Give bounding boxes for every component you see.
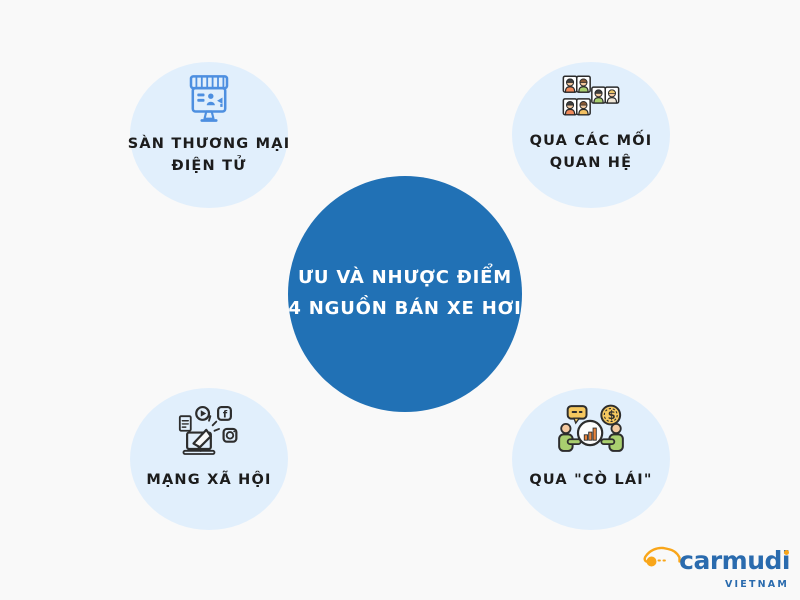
carmudi-logo: carmudi VIETNAM [643, 543, 790, 590]
node-broker: $ QUA "CÒ LÁI" [512, 388, 670, 530]
node-label-line2: ĐIỆN TỬ [171, 158, 247, 174]
center-topic-circle: ƯU VÀ NHƯỢC ĐIỂM 4 NGUỒN BÁN XE HƠI [288, 176, 522, 412]
node-relationships: QUA CÁC MỐI QUAN HỆ [512, 62, 670, 208]
node-label-line1: SÀN THƯƠNG MẠI [127, 136, 291, 153]
center-title-line2: 4 NGUỒN BÁN XE HƠI [288, 298, 522, 319]
social-media-icon: f [178, 405, 240, 462]
node-ecommerce: SÀN THƯƠNG MẠI ĐIỆN TỬ [127, 62, 291, 208]
node-social-media: f MẠNG XÃ HỘI [130, 388, 288, 530]
node-label-line1: QUA "CÒ LÁI" [529, 472, 653, 489]
brand-name: carmudi [679, 546, 790, 575]
storefront-monitor-icon [182, 70, 236, 126]
svg-text:$: $ [608, 409, 616, 422]
negotiation-money-icon: $ [556, 404, 626, 462]
center-title-line1: ƯU VÀ NHƯỢC ĐIỂM [298, 267, 512, 289]
people-group-icon [560, 73, 622, 123]
brand-i-dot [784, 550, 789, 555]
node-label-line1: QUA CÁC MỐI [529, 133, 653, 150]
node-label-line1: MẠNG XÃ HỘI [146, 471, 272, 488]
svg-text:f: f [223, 409, 228, 420]
node-label-line2: QUAN HỆ [549, 155, 633, 171]
brand-region: VIETNAM [724, 579, 789, 590]
car-icon [642, 543, 682, 572]
